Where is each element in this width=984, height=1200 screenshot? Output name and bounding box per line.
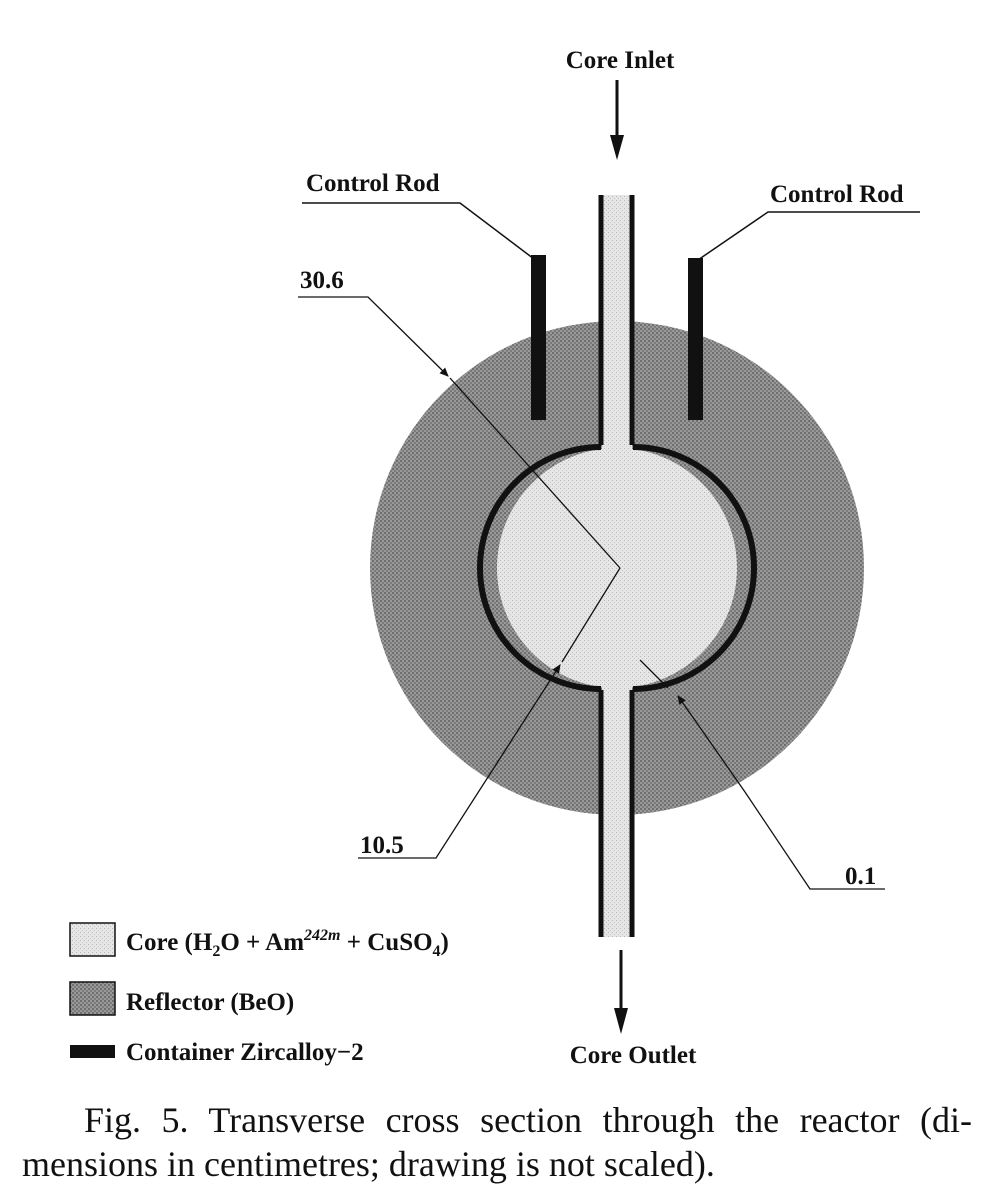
control-rod-left-label: Control Rod (306, 170, 440, 197)
dim-outer-radius-label: 30.6 (300, 267, 344, 294)
dim-core-radius-label: 10.5 (360, 832, 404, 859)
legend-reflector-swatch (69, 981, 116, 1016)
container-wall-lower (632, 444, 757, 692)
container-wall-upper (477, 444, 602, 692)
caption-line-2: mensions in centimetres; drawing is not … (22, 1144, 715, 1184)
core-outlet-label: Core Outlet (570, 1042, 697, 1069)
dim-core-radius-line (561, 567, 621, 663)
figure-caption: Fig. 5. Transverse cross section through… (22, 1098, 972, 1186)
legend-container-swatch (70, 1045, 115, 1058)
outlet-arrow-icon (614, 1008, 628, 1034)
legend-container-text: Container Zircalloy−2 (126, 1039, 364, 1066)
dim-outer-radius-line (449, 377, 621, 569)
legend: Core (H2O + Am242m + CuSO4) Reflector (B… (69, 922, 449, 1066)
core-inlet-label: Core Inlet (566, 47, 675, 74)
inlet-arrow-icon (610, 135, 624, 160)
control-rod-right-leader (694, 211, 920, 263)
dim-wall-leader (677, 695, 885, 890)
control-rod-right (688, 258, 703, 420)
dim-core-radius-leader (358, 664, 561, 859)
legend-core-swatch (69, 922, 116, 957)
caption-line-1: Fig. 5. Transverse cross section through… (84, 1100, 972, 1140)
dim-outer-radius-leader (298, 296, 449, 377)
control-rod-right-label: Control Rod (770, 181, 904, 208)
dim-wall-inner-pointer (639, 659, 669, 689)
core-region (497, 448, 737, 688)
legend-core-text: Core (H2O + Am242m + CuSO4) (126, 927, 449, 960)
control-rod-left (531, 255, 546, 420)
control-rod-left-leader (302, 202, 539, 263)
legend-reflector-text: Reflector (BeO) (126, 989, 294, 1016)
dim-wall-label: 0.1 (845, 863, 876, 890)
